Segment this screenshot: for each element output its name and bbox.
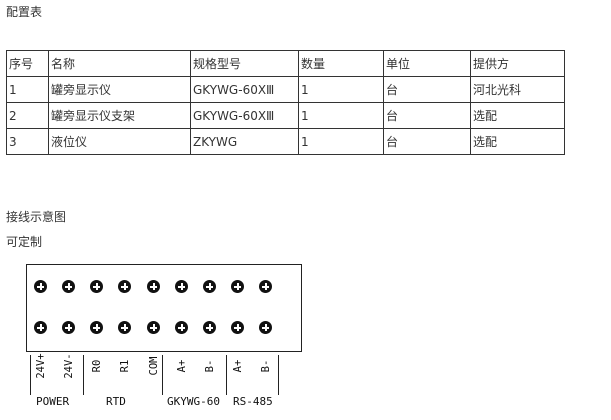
table-cell: 液位仪 [48,128,191,155]
table-cell: GKYWG-60XⅢ [190,76,299,103]
table-row: 1 罐旁显示仪 GKYWG-60XⅢ 1 台 河北光科 [6,76,565,103]
column-header: 序号 [6,50,49,77]
terminal-label: A+ [232,359,244,373]
column-header: 数量 [298,50,384,77]
column-header: 单位 [383,50,471,77]
terminal-screw-icon [147,321,160,334]
terminal-screw-icon [34,280,47,293]
group-divider [162,355,163,395]
column-header: 规格型号 [190,50,299,77]
table-cell: 罐旁显示仪支架 [48,102,191,129]
terminal-label: B- [260,359,272,373]
terminal-label: A+ [176,359,188,373]
terminal-screw-icon [203,280,216,293]
table-cell: 河北光科 [470,76,565,103]
table-cell: 罐旁显示仪 [48,76,191,103]
terminal-label: B- [204,359,216,373]
terminal-screw-icon [231,321,244,334]
group-label-power: POWER [36,395,70,408]
group-divider [83,355,84,395]
terminal-screw-icon [231,280,244,293]
terminal-screw-icon [147,280,160,293]
table-cell: 1 [298,128,384,155]
terminal-screw-icon [175,280,188,293]
terminal-screw-icon [90,321,103,334]
table-cell: GKYWG-60XⅢ [190,102,299,129]
customizable-note: 可定制 [6,235,43,249]
terminal-screw-icon [62,280,75,293]
terminal-label: R0 [91,359,103,373]
group-divider [226,355,227,395]
config-table-heading: 配置表 [6,5,43,19]
table-cell: 3 [6,128,49,155]
terminal-block [26,264,302,352]
terminal-screw-icon [259,321,272,334]
table-cell: 台 [383,102,471,129]
table-row: 3 液位仪 ZKYWG 1 台 选配 [6,128,565,155]
terminal-screw-icon [118,321,131,334]
group-divider [30,355,31,395]
table-cell: 台 [383,128,471,155]
group-label-rs485: RS-485 [233,395,273,408]
table-cell: 选配 [470,102,565,129]
terminal-screw-icon [90,280,103,293]
group-label-rtd: RTD [106,395,126,408]
terminal-screw-icon [62,321,75,334]
table-row: 2 罐旁显示仪支架 GKYWG-60XⅢ 1 台 选配 [6,102,565,129]
table-cell: 1 [298,102,384,129]
wiring-diagram-heading: 接线示意图 [6,210,67,224]
group-label-gkywg: GKYWG-60 [167,395,220,408]
table-cell: 选配 [470,128,565,155]
terminal-screw-icon [203,321,216,334]
terminal-label: 24V- [63,353,75,379]
table-cell: 1 [6,76,49,103]
terminal-label: R1 [119,359,131,373]
table-cell: ZKYWG [190,128,299,155]
group-divider [278,355,279,395]
column-header: 提供方 [470,50,565,77]
terminal-label: COM [148,356,160,376]
table-cell: 台 [383,76,471,103]
terminal-screw-icon [175,321,188,334]
config-table: 序号 名称 规格型号 数量 单位 提供方 1 罐旁显示仪 GKYWG-60XⅢ … [6,50,565,155]
terminal-screw-icon [259,280,272,293]
terminal-screw-icon [118,280,131,293]
table-header-row: 序号 名称 规格型号 数量 单位 提供方 [6,50,565,77]
table-cell: 1 [298,76,384,103]
column-header: 名称 [48,50,191,77]
terminal-screw-icon [34,321,47,334]
terminal-label: 24V+ [35,353,47,379]
table-cell: 2 [6,102,49,129]
